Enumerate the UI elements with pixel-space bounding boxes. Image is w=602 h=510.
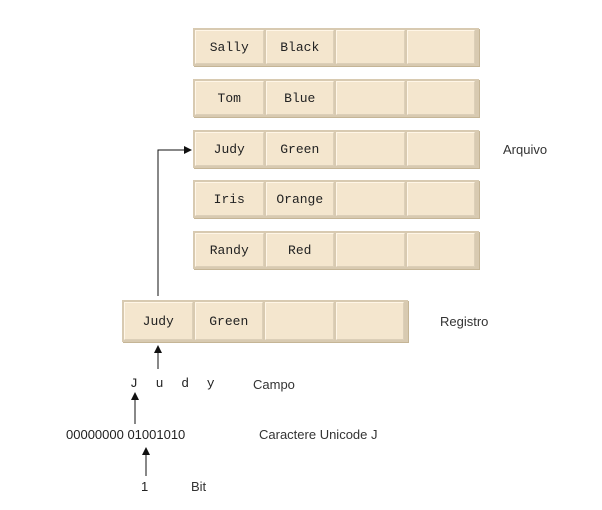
file-record-3-empty-field-4 — [406, 132, 475, 166]
file-record-4-first-field: Iris — [195, 182, 264, 216]
file-record-1-first-field: Sally — [195, 30, 264, 64]
record-second-field: Green — [194, 302, 263, 340]
file-record-1-empty-field-3 — [336, 30, 405, 64]
file-record-4-empty-field-4 — [406, 182, 475, 216]
field-value: J u d y — [130, 376, 220, 391]
file-record-row-2: Tom Blue — [193, 79, 479, 117]
record-to-file-arrow — [157, 146, 192, 296]
file-label: Arquivo — [503, 142, 548, 157]
field-label: Campo — [253, 377, 295, 392]
character-label: Caractere Unicode J — [259, 427, 378, 442]
file-record-1-empty-field-4 — [406, 30, 475, 64]
record-first-field: Judy — [124, 302, 193, 340]
record-empty-field-3 — [265, 302, 334, 340]
file-record-4-second-field: Orange — [265, 182, 334, 216]
file-record-3-first-field: Judy — [195, 132, 264, 166]
record-label: Registro — [440, 314, 489, 329]
file-record-5-second-field: Red — [265, 233, 334, 267]
character-bits: 00000000 01001010 — [66, 427, 186, 442]
file-record-2-second-field: Blue — [265, 81, 334, 115]
file-record-3-empty-field-3 — [336, 132, 405, 166]
file-record-row-3: Judy Green — [193, 130, 479, 168]
file-record-5-first-field: Randy — [195, 233, 264, 267]
file-record-row-5: Randy Red — [193, 231, 479, 269]
file-record-5-empty-field-3 — [336, 233, 405, 267]
file-record-2-empty-field-4 — [406, 81, 475, 115]
record-empty-field-4 — [335, 302, 404, 340]
file-record-2-empty-field-3 — [336, 81, 405, 115]
bit-label: Bit — [191, 479, 207, 494]
file-record-row-1: Sally Black — [193, 28, 479, 66]
file-record-4-empty-field-3 — [336, 182, 405, 216]
file-record-3-second-field: Green — [265, 132, 334, 166]
file-record-row-4: Iris Orange — [193, 180, 479, 218]
file-record-1-second-field: Black — [265, 30, 334, 64]
bit-value: 1 — [141, 479, 149, 494]
record-row: Judy Green — [122, 300, 408, 342]
file-record-2-first-field: Tom — [195, 81, 264, 115]
file-record-5-empty-field-4 — [406, 233, 475, 267]
